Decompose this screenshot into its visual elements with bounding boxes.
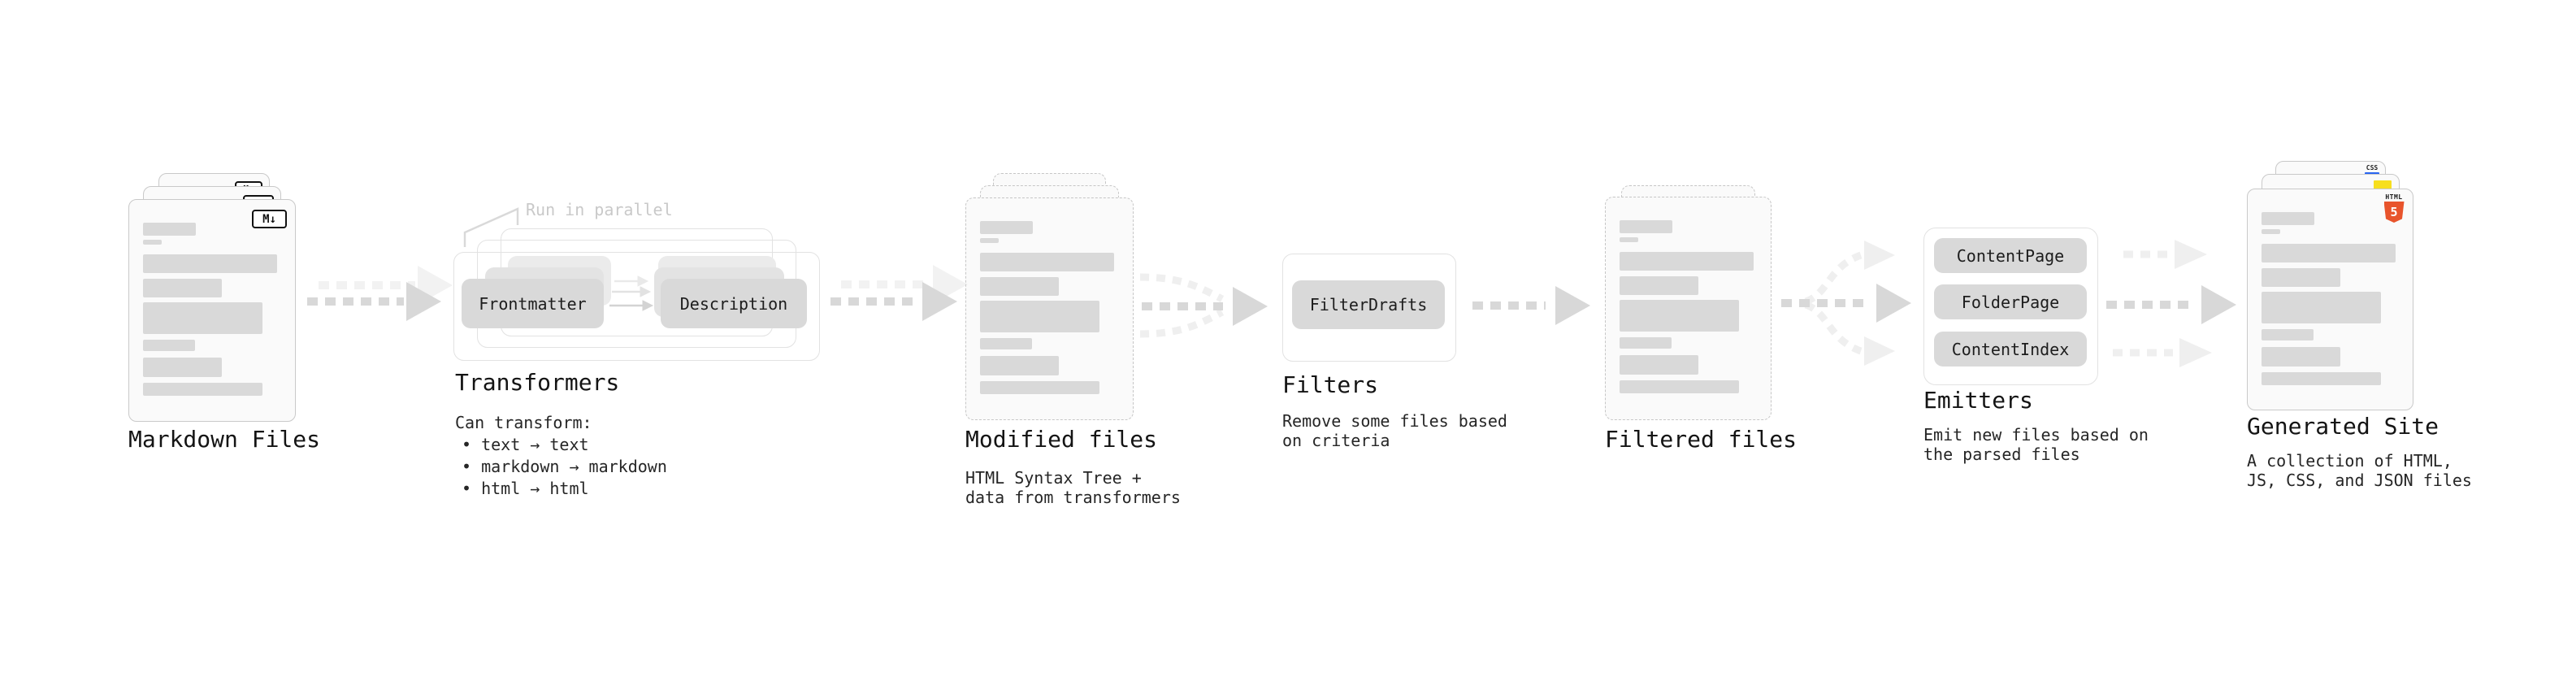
skeleton-bar <box>980 253 1114 271</box>
skeleton-bar <box>143 240 162 245</box>
generated-html-card: HTML 5 <box>2247 189 2413 410</box>
emitter-folderpage-pill: FolderPage <box>1934 284 2087 319</box>
skeleton-bar <box>1620 300 1739 332</box>
emitters-heading: Emitters <box>1923 387 2033 414</box>
skeleton-bar <box>1620 252 1754 271</box>
transformers-bullet: • text → text <box>462 435 589 454</box>
transformer-description-label: Description <box>679 293 788 314</box>
filtered-file-card <box>1605 197 1772 420</box>
emitter-contentindex-pill: ContentIndex <box>1934 332 2087 367</box>
skeleton-bar <box>980 301 1099 332</box>
skeleton-bar <box>1620 355 1698 375</box>
generated-site-label: Generated Site <box>2247 413 2439 440</box>
emitter-contentindex-label: ContentIndex <box>1951 339 2070 359</box>
file-content-skeleton <box>980 221 1126 413</box>
arrow-filtered-to-emitters <box>1781 241 1911 366</box>
skeleton-bar <box>980 221 1033 234</box>
html5-shield: 5 <box>2383 202 2405 223</box>
skeleton-bar <box>980 238 999 243</box>
skeleton-bar <box>143 254 277 273</box>
html5-icon-label: HTML <box>2385 193 2403 201</box>
transformers-description: Can transform: • text → text • markdown … <box>455 412 667 500</box>
skeleton-bar <box>2262 292 2381 323</box>
file-content-skeleton <box>1620 220 1764 413</box>
filter-drafts-label: FilterDrafts <box>1309 295 1428 314</box>
skeleton-bar <box>143 223 196 236</box>
skeleton-bar <box>143 383 262 396</box>
arrow-markdown-to-transformers <box>307 266 453 321</box>
css-icon-label: CSS <box>2366 164 2379 171</box>
transformers-heading: Transformers <box>455 369 620 396</box>
run-in-parallel-annotation: Run in parallel <box>526 200 673 219</box>
markdown-icon: M↓ <box>252 210 287 228</box>
skeleton-bar <box>1620 337 1672 349</box>
arrow-modified-to-filters <box>1139 273 1268 338</box>
skeleton-bar <box>1620 237 1638 242</box>
skeleton-bar <box>2262 329 2314 340</box>
skeleton-bar <box>143 358 222 377</box>
skeleton-bar <box>980 381 1099 394</box>
transformer-frontmatter-label: Frontmatter <box>479 293 587 314</box>
emitters-subtitle: Emit new files based on the parsed files <box>1923 425 2149 464</box>
skeleton-bar <box>980 338 1032 349</box>
html5-shield-number: 5 <box>2390 205 2398 219</box>
skeleton-bar <box>2262 347 2340 367</box>
emitter-folderpage-label: FolderPage <box>1961 292 2060 312</box>
js-icon <box>2374 180 2392 189</box>
skeleton-bar <box>980 277 1059 296</box>
transformer-description-pill: Description <box>661 279 807 328</box>
arrow-transformers-to-modified <box>830 265 968 321</box>
transformer-container <box>453 252 820 361</box>
skeleton-bar <box>2262 212 2314 225</box>
emitter-contentpage-label: ContentPage <box>1956 245 2065 266</box>
emitter-contentpage-pill: ContentPage <box>1934 238 2087 273</box>
filtered-files-label: Filtered files <box>1605 426 1798 453</box>
arrow-filters-to-filtered <box>1472 286 1590 325</box>
transformers-bullet: • markdown → markdown <box>462 457 667 476</box>
modified-file-card <box>965 197 1134 420</box>
filters-subtitle: Remove some files based on criteria <box>1282 411 1507 450</box>
transformer-frontmatter-pill: Frontmatter <box>462 279 604 328</box>
skeleton-bar <box>1620 276 1698 295</box>
skeleton-bar <box>980 356 1059 375</box>
emitters-container <box>1923 228 2098 385</box>
modified-files-label: Modified files <box>965 426 1158 453</box>
markdown-file-card: M↓ <box>128 199 296 422</box>
arrows-emitters-to-generated <box>2106 240 2236 367</box>
skeleton-bar <box>143 279 222 297</box>
file-content-skeleton <box>143 223 288 414</box>
filters-container <box>1282 254 1456 362</box>
generated-site-subtitle: A collection of HTML, JS, CSS, and JSON … <box>2247 451 2472 490</box>
transformers-bullet: • html → html <box>462 479 589 498</box>
modified-files-subtitle: HTML Syntax Tree + data from transformer… <box>965 468 1181 507</box>
skeleton-bar <box>143 340 195 351</box>
skeleton-bar <box>2262 268 2340 287</box>
skeleton-bar <box>1620 380 1739 393</box>
file-content-skeleton <box>2262 212 2406 403</box>
transformers-intro: Can transform: <box>455 413 592 432</box>
skeleton-bar <box>2262 244 2396 262</box>
filters-heading: Filters <box>1282 371 1379 398</box>
skeleton-bar <box>143 302 262 334</box>
skeleton-bar <box>2262 229 2280 234</box>
skeleton-bar <box>2262 372 2381 385</box>
html5-icon: HTML 5 <box>2383 193 2405 223</box>
skeleton-bar <box>1620 220 1672 233</box>
markdown-files-label: Markdown Files <box>128 426 321 453</box>
filter-drafts-pill: FilterDrafts <box>1292 280 1445 329</box>
